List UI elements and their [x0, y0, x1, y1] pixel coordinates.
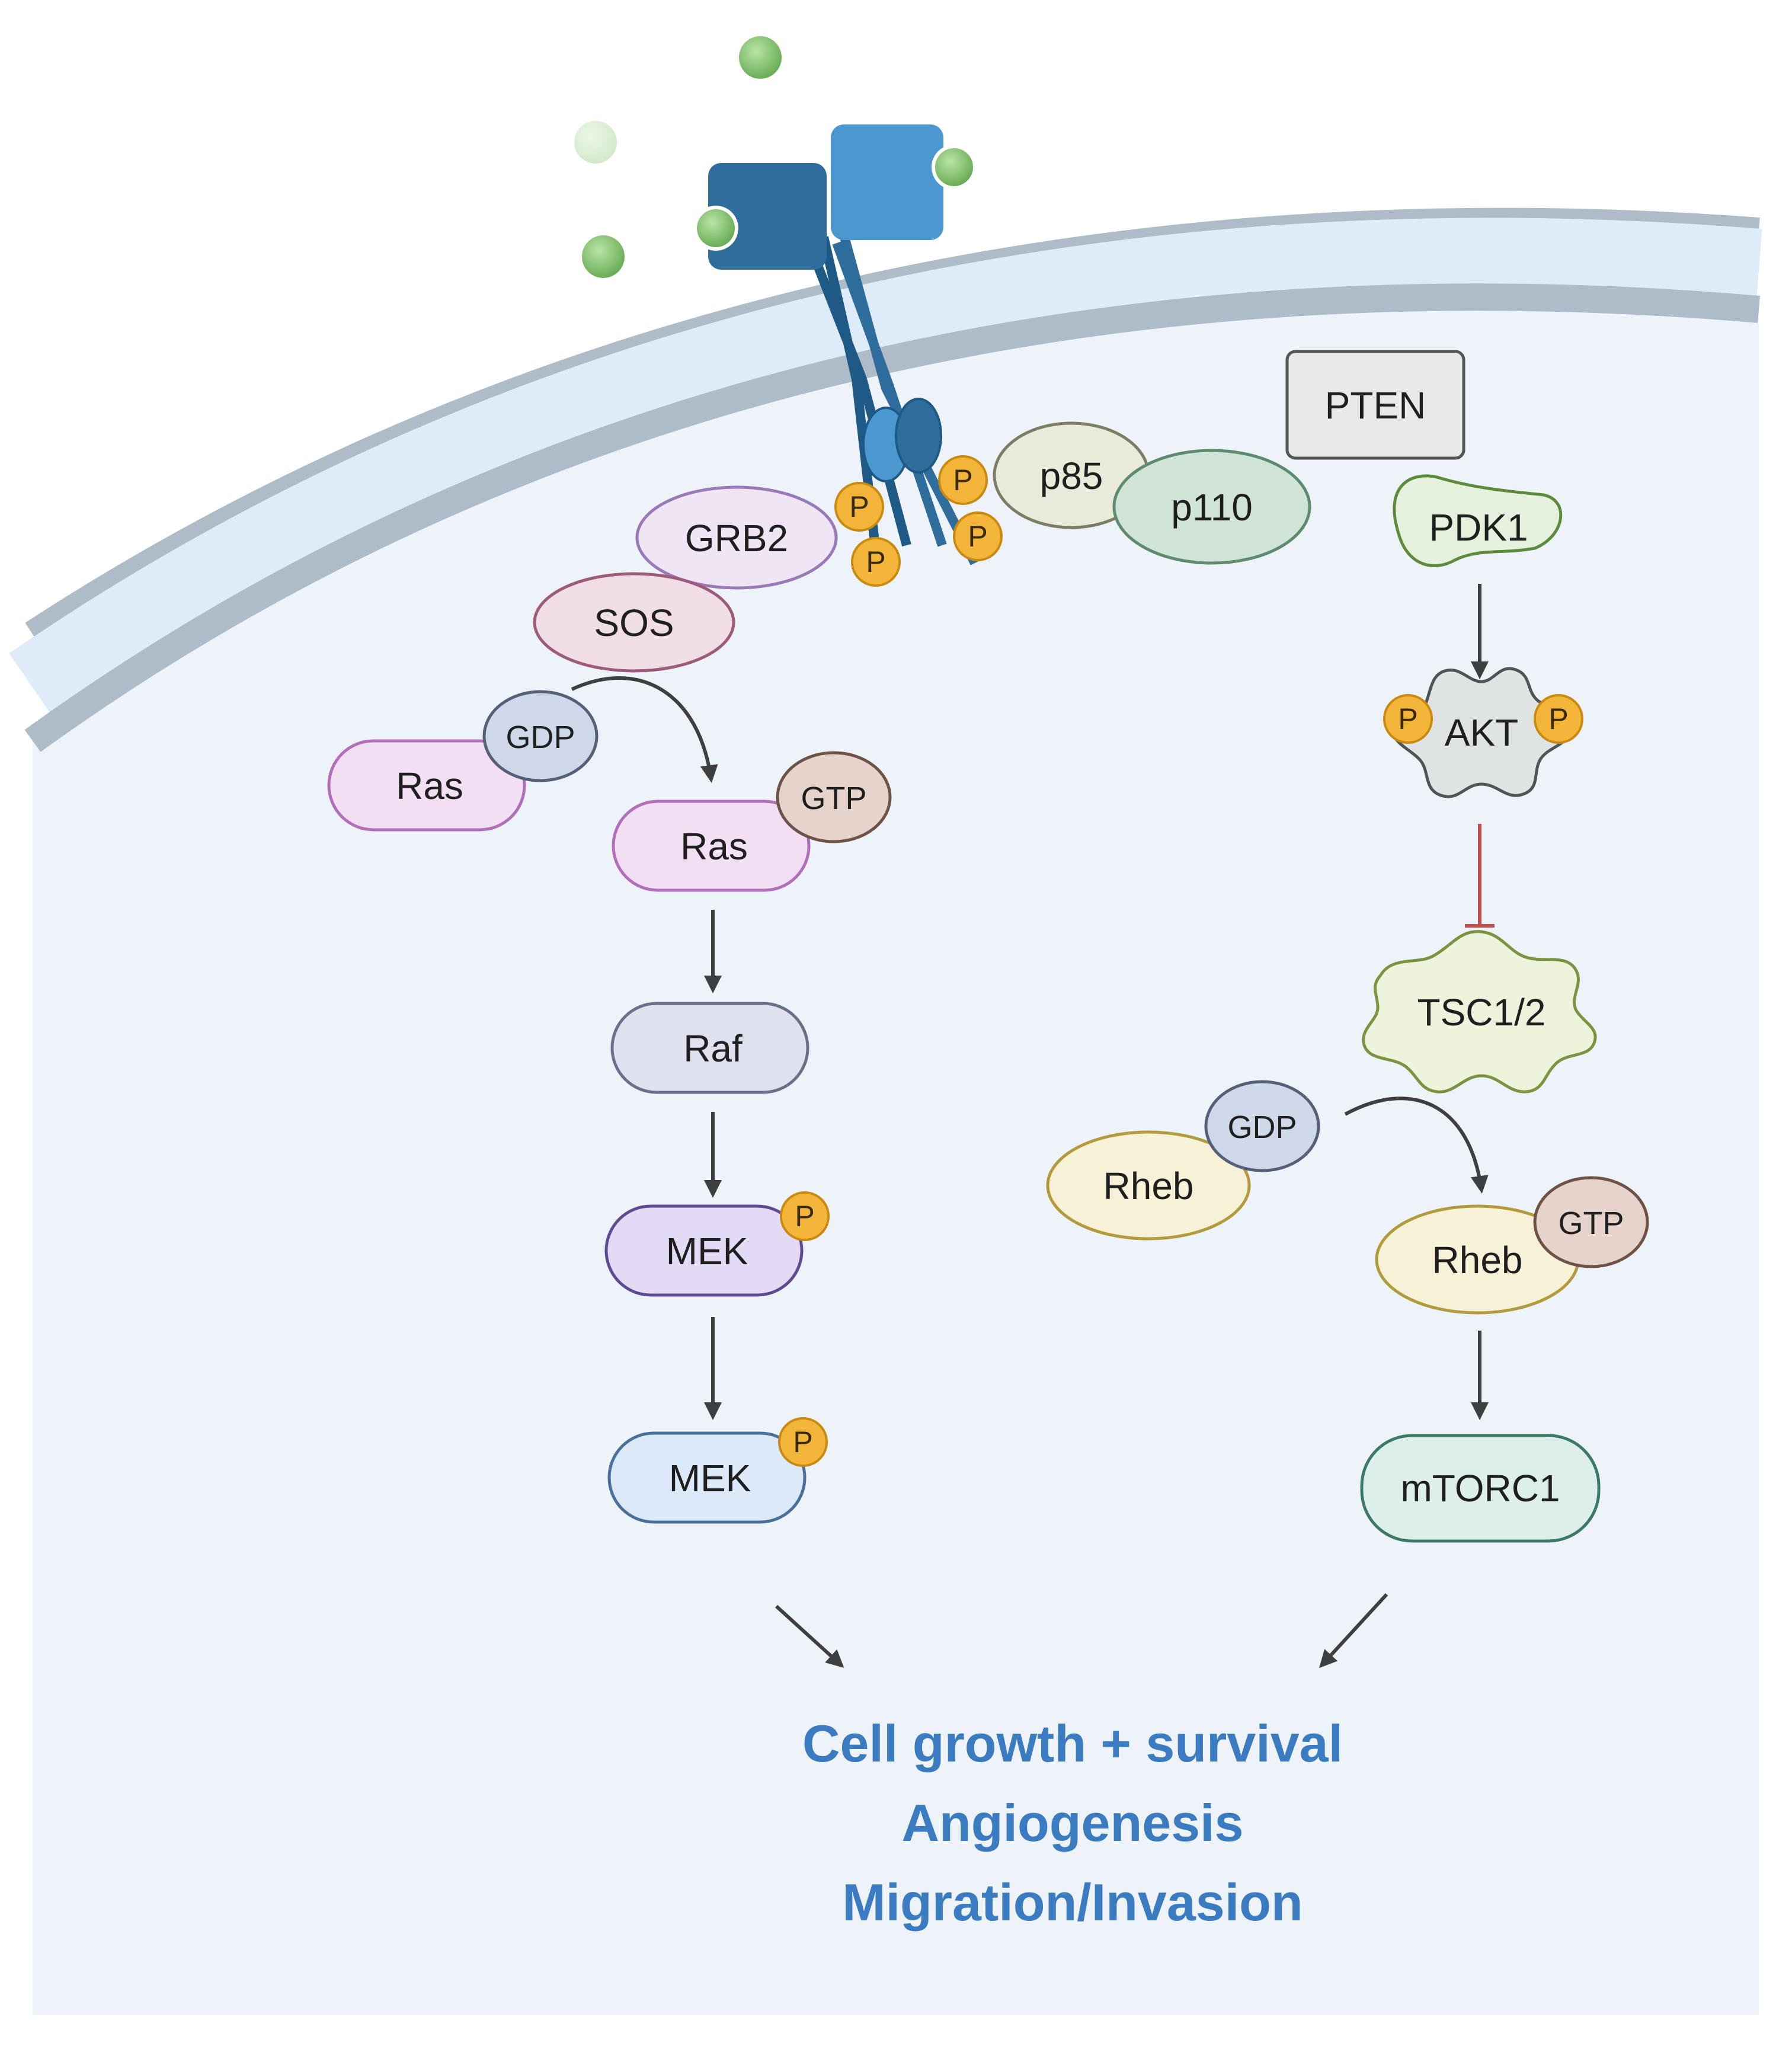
receptor-phospho-group: P	[834, 482, 884, 532]
receptor-phospho-group: P	[851, 537, 901, 587]
svg-text:SOS: SOS	[594, 602, 674, 644]
svg-text:GDP: GDP	[505, 720, 575, 755]
gtp-bound-rheb: GTP	[1533, 1176, 1649, 1268]
mek-phospho-node: MEK	[604, 1204, 804, 1297]
outcome-angiogenesis: Angiogenesis	[902, 1794, 1244, 1852]
svg-text:P: P	[968, 520, 987, 553]
cytoplasm	[33, 289, 1759, 2015]
ligand-molecule	[739, 36, 782, 79]
cell-membrane-inner	[24, 283, 1760, 752]
svg-text:PTEN: PTEN	[1325, 384, 1426, 427]
p85-node: p85	[993, 421, 1150, 529]
svg-text:Ras: Ras	[680, 825, 748, 868]
svg-text:Ras: Ras	[396, 765, 463, 807]
svg-text:Rheb: Rheb	[1432, 1239, 1523, 1281]
svg-text:MEK: MEK	[669, 1457, 751, 1500]
akt-phospho-group: P	[1383, 694, 1433, 744]
rheb-activation-arrow	[1344, 1096, 1489, 1194]
ras-gtp-node: Ras	[612, 800, 811, 892]
svg-text:PDK1: PDK1	[1429, 506, 1528, 549]
svg-text:P: P	[793, 1425, 812, 1459]
mek-phospho-group: P	[780, 1191, 830, 1241]
raf-node: Raf	[610, 1002, 809, 1094]
mapk-to-outcome-arrow	[775, 1604, 844, 1668]
svg-text:P: P	[1548, 702, 1568, 736]
ras-gdp-node: Ras	[327, 739, 526, 832]
gtp-bound-ras: GTP	[776, 751, 892, 843]
mek-downstream-phospho-group: P	[778, 1417, 828, 1467]
ras-activation-arrow	[571, 676, 718, 783]
grb2-node: GRB2	[635, 485, 838, 590]
svg-text:GRB2: GRB2	[685, 517, 788, 560]
svg-text:P: P	[795, 1200, 814, 1233]
svg-text:Rheb: Rheb	[1103, 1165, 1194, 1207]
svg-text:mTORC1: mTORC1	[1400, 1467, 1560, 1510]
akt-inhibits-tsc	[1465, 824, 1495, 928]
mtorc1-node: mTORC1	[1360, 1434, 1601, 1543]
svg-text:GDP: GDP	[1227, 1110, 1297, 1145]
svg-text:p85: p85	[1040, 455, 1103, 497]
tsc-node: TSC1/2	[1362, 930, 1597, 1094]
p110-node: p110	[1112, 449, 1311, 565]
pdk1-node: PDK1	[1393, 474, 1563, 567]
sos-node: SOS	[533, 572, 735, 673]
svg-text:p110: p110	[1171, 486, 1253, 529]
receptor-tyrosine-kinase	[693, 124, 980, 565]
mek-downstream-node: MEK	[607, 1431, 807, 1524]
receptor-phospho-group: P	[938, 455, 988, 505]
pten-node: PTEN	[1285, 350, 1465, 460]
svg-text:GTP: GTP	[1558, 1206, 1624, 1241]
ligand-molecule	[574, 121, 617, 164]
svg-text:AKT: AKT	[1445, 711, 1518, 754]
svg-text:P: P	[866, 545, 885, 578]
svg-text:GTP: GTP	[801, 781, 866, 816]
outcome-migration: Migration/Invasion	[842, 1873, 1303, 1932]
rheb-gtp-node: Rheb	[1375, 1204, 1580, 1315]
gdp-bound-rheb: GDP	[1204, 1080, 1320, 1172]
akt-phospho-group: P	[1534, 694, 1583, 744]
ligand-molecule	[582, 235, 625, 278]
svg-text:TSC1/2: TSC1/2	[1417, 991, 1546, 1034]
mtor-to-outcome-arrow	[1319, 1593, 1388, 1668]
receptor-phospho-group: P	[953, 512, 1003, 561]
svg-text:MEK: MEK	[666, 1230, 748, 1273]
rheb-gdp-node: Rheb	[1046, 1130, 1251, 1241]
outcome-cell-growth: Cell growth + survival	[802, 1714, 1343, 1773]
akt-node: AKT	[1391, 667, 1572, 798]
gdp-bound-ras: GDP	[482, 690, 599, 782]
svg-text:P: P	[1398, 702, 1417, 736]
svg-text:P: P	[849, 490, 869, 523]
svg-text:Raf: Raf	[683, 1027, 743, 1070]
svg-text:P: P	[953, 463, 972, 497]
